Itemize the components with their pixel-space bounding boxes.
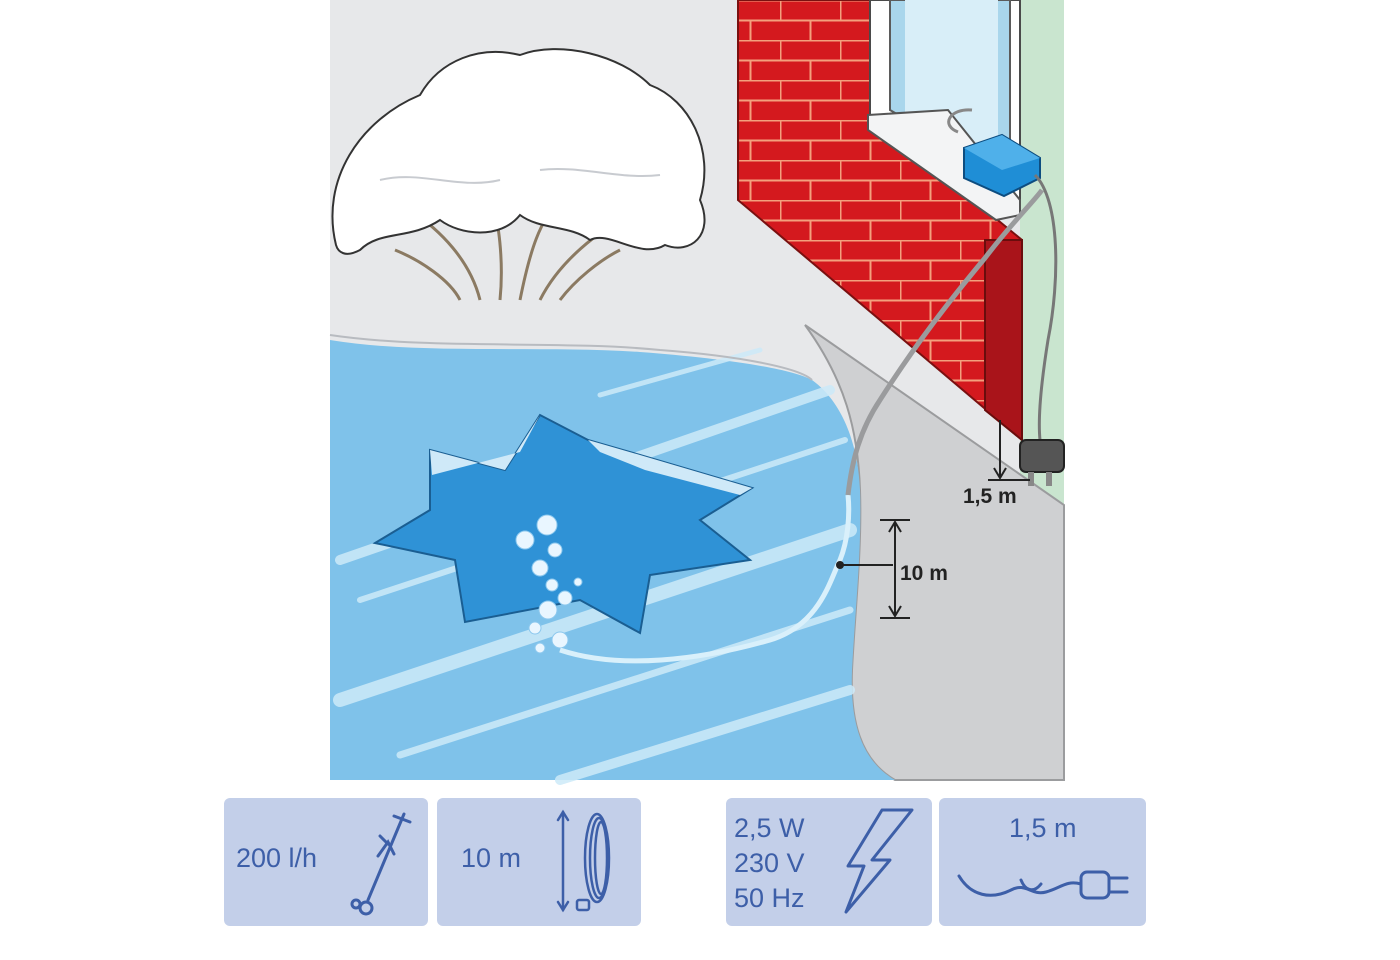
ice-hole-edge xyxy=(588,440,752,495)
pond-snow-edge xyxy=(329,334,813,381)
air-hose xyxy=(845,188,1045,496)
power-plug-cable-icon xyxy=(957,870,1129,900)
side-wall xyxy=(1020,0,1064,520)
power-voltage: 230 V xyxy=(734,848,805,878)
power-frequency: 50 Hz xyxy=(734,883,805,913)
brick-wall-side xyxy=(984,239,1023,443)
power-plug xyxy=(1019,439,1065,486)
ice-hole-edge xyxy=(430,415,540,475)
hose-length-label: 10 m xyxy=(900,562,948,585)
air-hose xyxy=(559,494,852,664)
hose-length-dimension xyxy=(842,519,910,619)
air-bubbles xyxy=(515,514,583,654)
spec-panel-power: 2,5 W 230 V 50 Hz xyxy=(726,798,932,926)
flow-rate-label: 200 l/h xyxy=(236,843,318,873)
cable-length-label: 1,5 m xyxy=(963,485,1017,508)
cable-length-dimension xyxy=(988,420,1030,481)
hose-marker xyxy=(836,561,844,569)
power-cable xyxy=(1033,173,1058,441)
spec-panel-cable: 1,5 m xyxy=(939,798,1146,926)
spec-panel-flow: 200 l/h xyxy=(224,798,428,926)
lightning-bolt-icon xyxy=(844,808,914,914)
cable-length-value: 1,5 m xyxy=(1009,813,1077,843)
air-pump-device xyxy=(947,108,1041,198)
spec-panel-hose: 10 m xyxy=(437,798,641,926)
coiled-hose-icon xyxy=(556,809,611,913)
power-wattage: 2,5 W xyxy=(734,813,805,843)
hose-length-value: 10 m xyxy=(461,843,522,873)
air-pump-icon xyxy=(350,812,412,916)
snowy-bush xyxy=(331,48,706,301)
